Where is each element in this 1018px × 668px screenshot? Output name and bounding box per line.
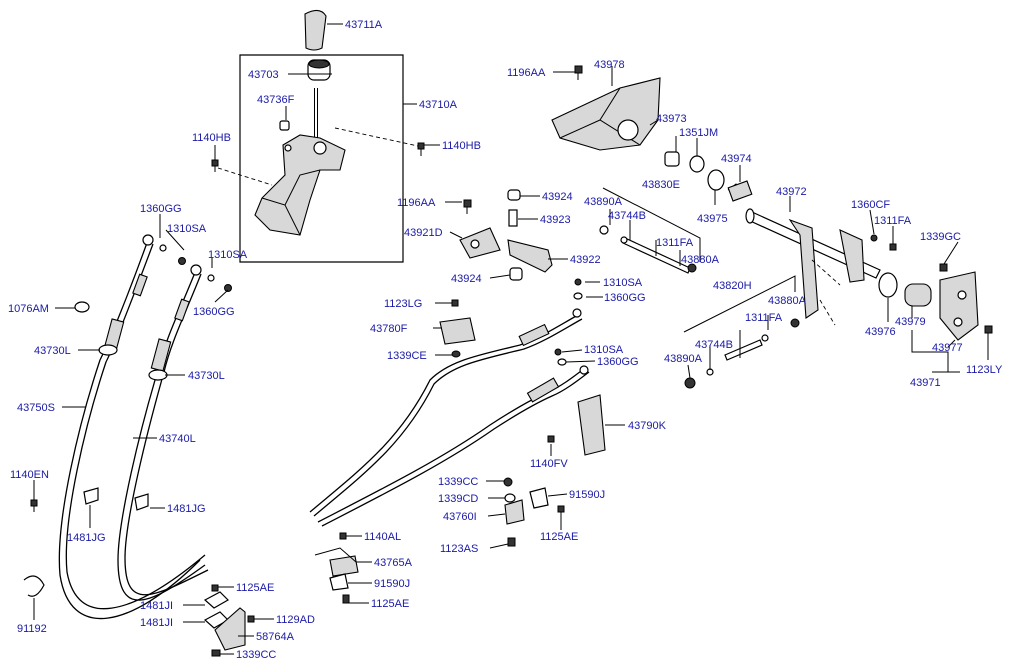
label-1360gg-a: 1360GG <box>140 203 182 215</box>
label-43740l: 43740L <box>159 433 196 445</box>
label-91590j-b: 91590J <box>374 578 410 590</box>
label-1310sa-b: 1310SA <box>208 249 248 261</box>
label-43921d: 43921D <box>404 227 443 239</box>
shift-cables-assembly <box>23 234 255 657</box>
label-1196aa-a: 1196AA <box>507 67 546 79</box>
label-1360gg-d: 1360GG <box>597 356 639 368</box>
label-43973: 43973 <box>656 113 687 125</box>
shift-knob-drawing <box>304 9 327 51</box>
label-1129ad: 1129AD <box>276 614 315 626</box>
label-1481jg-b: 1481JG <box>167 503 206 515</box>
label-1311fa-c: 1311FA <box>745 312 783 324</box>
label-43971: 43971 <box>910 377 941 389</box>
label-43703: 43703 <box>248 69 279 81</box>
label-1125ae-c: 1125AE <box>371 598 409 610</box>
label-43976: 43976 <box>865 326 896 338</box>
label-43978: 43978 <box>594 59 625 71</box>
label-1140hb-right: 1140HB <box>442 140 481 152</box>
label-1140al: 1140AL <box>364 531 401 543</box>
label-43979: 43979 <box>895 316 926 328</box>
label-1123lg: 1123LG <box>384 298 422 310</box>
label-1481ji-a: 1481JI <box>140 600 173 612</box>
label-1360gg-b: 1360GG <box>193 306 235 318</box>
label-43890a-a: 43890A <box>584 196 623 208</box>
label-1140fv: 1140FV <box>530 458 568 470</box>
label-1310sa-a: 1310SA <box>167 223 207 235</box>
label-43750s: 43750S <box>17 402 55 414</box>
label-43890a-b: 43890A <box>664 353 703 365</box>
label-43974: 43974 <box>721 153 752 165</box>
label-1123ly: 1123LY <box>966 364 1003 376</box>
label-43977: 43977 <box>932 342 963 354</box>
label-43730l-a: 43730L <box>34 345 71 357</box>
label-1339cc-a: 1339CC <box>236 649 276 661</box>
label-1310sa-c: 1310SA <box>603 277 643 289</box>
label-1360gg-c: 1360GG <box>604 292 646 304</box>
label-43730l-b: 43730L <box>188 370 225 382</box>
label-43765a: 43765A <box>374 557 413 569</box>
shift-shaft-43972 <box>745 208 993 342</box>
bolt-1140hb-left <box>211 159 219 172</box>
label-43820h: 43820H <box>713 280 752 292</box>
label-1481ji-b: 1481JI <box>140 617 173 629</box>
label-43924-b: 43924 <box>451 273 482 285</box>
transmission-cables-assembly <box>309 278 606 604</box>
label-1311fa-b: 1311FA <box>656 237 694 249</box>
bracket-43780f-drawing <box>439 317 476 345</box>
label-43744b-b: 43744B <box>695 339 733 351</box>
label-1140hb-left: 1140HB <box>192 132 231 144</box>
label-43880a-a: 43880A <box>681 254 720 266</box>
label-43972: 43972 <box>776 186 807 198</box>
label-1339cd: 1339CD <box>438 493 478 505</box>
label-43975: 43975 <box>697 213 728 225</box>
bracket-43790k-drawing <box>577 394 606 456</box>
label-1123as: 1123AS <box>440 543 478 555</box>
label-1339cc-b: 1339CC <box>438 476 478 488</box>
label-1125ae-a: 1125AE <box>236 582 274 594</box>
label-58764a: 58764A <box>256 631 295 643</box>
select-lever-assembly <box>459 189 553 281</box>
label-43790k: 43790K <box>628 420 667 432</box>
label-1339ce: 1339CE <box>387 350 427 362</box>
label-1351jm: 1351JM <box>679 127 718 139</box>
shift-lever-assembly <box>211 9 425 263</box>
label-43760i: 43760I <box>443 511 477 523</box>
label-43710a: 43710A <box>419 99 458 111</box>
label-1140en: 1140EN <box>10 469 49 481</box>
label-91590j-a: 91590J <box>569 489 605 501</box>
label-1481jg-a: 1481JG <box>67 532 106 544</box>
label-91192: 91192 <box>17 623 47 635</box>
bracket-43765a-drawing <box>329 555 359 577</box>
label-1310sa-d: 1310SA <box>584 344 624 356</box>
label-1311fa-a: 1311FA <box>874 215 912 227</box>
bolt-1140hb-right <box>417 142 425 156</box>
label-43880a-b: 43880A <box>768 295 807 307</box>
label-43830e: 43830E <box>642 179 680 191</box>
label-43780f: 43780F <box>370 323 408 335</box>
label-43922: 43922 <box>570 254 601 266</box>
label-43736f: 43736F <box>257 94 295 106</box>
label-43744b-a: 43744B <box>608 210 646 222</box>
label-1339gc: 1339GC <box>920 231 961 243</box>
bracket-58764a-drawing <box>214 607 246 651</box>
label-1196aa-b: 1196AA <box>397 197 436 209</box>
label-43923: 43923 <box>540 214 571 226</box>
label-1360cf: 1360CF <box>851 199 890 211</box>
label-43711a: 43711A <box>345 19 383 31</box>
label-1076am: 1076AM <box>8 303 49 315</box>
part-number-labels: 43711A 43703 43736F 43710A 1140HB 1140HB… <box>8 19 1003 661</box>
label-43924-a: 43924 <box>542 191 573 203</box>
leader-lines <box>33 23 989 655</box>
label-1125ae-b: 1125AE <box>540 531 578 543</box>
shift-lever-housing-drawing <box>254 134 346 236</box>
